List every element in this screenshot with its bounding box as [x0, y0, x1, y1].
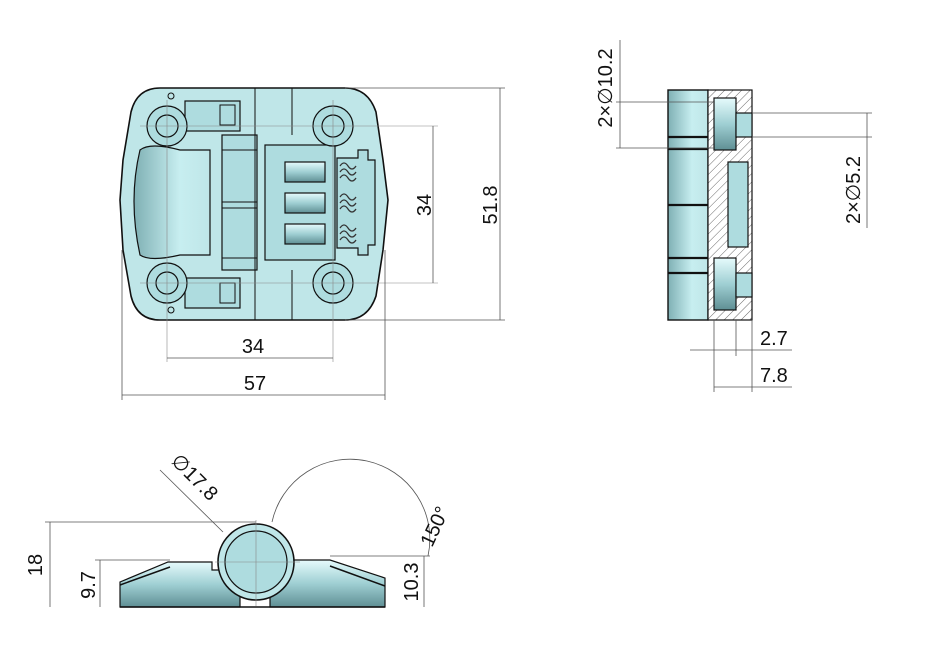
left-recess: [133, 145, 211, 260]
dim-knuckle-diameter: ∅17.8: [166, 450, 221, 505]
counterbore-top: [713, 97, 737, 151]
dim-leaf-height-right: 10.3: [401, 563, 423, 602]
dim-opening-angle: 150°: [417, 503, 454, 550]
dim-leaf-height-left: 9.7: [78, 571, 100, 599]
dim-overall-height: 51.8: [480, 186, 502, 225]
pin-2: [284, 192, 326, 214]
dimension-lines-side: [616, 40, 872, 392]
center-lines: [140, 100, 438, 362]
dim-total-height: 18: [25, 554, 47, 576]
front-view: 34 51.8 34 57: [119, 87, 505, 400]
dim-depth-total: 7.8: [760, 365, 788, 387]
dim-overall-width: 57: [244, 373, 266, 395]
hole-bottom: [735, 272, 753, 298]
slot-detail: [219, 104, 236, 126]
bottom-view: 18 9.7 10.3 ∅17.8 150°: [25, 450, 454, 608]
pin-1: [284, 161, 326, 183]
counterbore-bottom: [713, 257, 737, 311]
hole-top: [735, 112, 753, 138]
dim-counterbore: 2×∅10.2: [595, 48, 617, 127]
spring-coils: [339, 162, 357, 244]
dim-depth-small: 2.7: [760, 328, 788, 350]
pin-3: [284, 223, 326, 245]
dimension-lines-bottom: [45, 458, 431, 607]
left-leaf: [119, 561, 241, 608]
dim-hole-spacing-vertical: 34: [414, 194, 436, 216]
spring-cavity: [727, 161, 749, 248]
dimension-lines-front: [121, 87, 505, 400]
side-view: 2×∅10.2 2×∅5.2 2.7 7.8: [595, 40, 872, 392]
dim-hole: 2×∅5.2: [843, 156, 865, 224]
spring-holder: [336, 149, 376, 256]
dim-hole-spacing-horizontal: 34: [242, 336, 264, 358]
